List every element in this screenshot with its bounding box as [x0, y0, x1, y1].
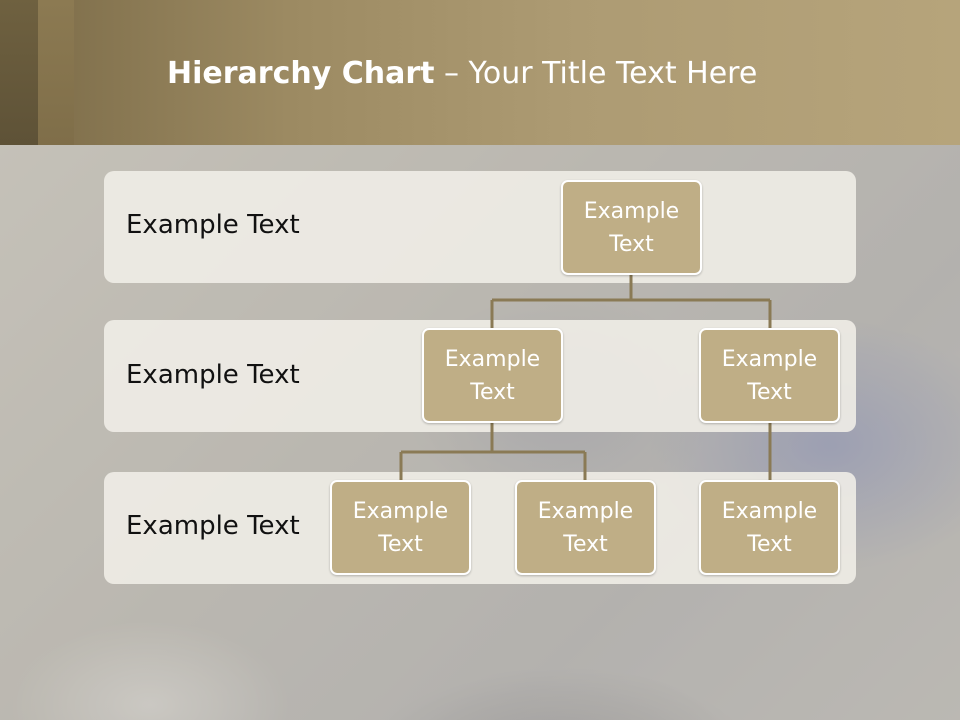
node-leaf-2-text: Example Text: [537, 498, 634, 557]
node-leaf-3-text: Example Text: [721, 498, 818, 557]
tier-label-2: Example Text: [126, 360, 300, 390]
node-root[interactable]: Example Text: [561, 180, 702, 275]
title-band: [0, 0, 960, 145]
node-leaf-1[interactable]: Example Text: [330, 480, 471, 575]
tier-bar-1: [104, 171, 856, 283]
slide-title-bold: Hierarchy Chart: [167, 56, 435, 91]
node-mid-left[interactable]: Example Text: [422, 328, 563, 423]
slide-title-rest: – Your Title Text Here: [434, 56, 758, 91]
tier-label-3: Example Text: [126, 511, 300, 541]
slide-title: Hierarchy Chart – Your Title Text Here: [167, 56, 757, 91]
node-mid-right-text: Example Text: [721, 346, 818, 405]
node-mid-right[interactable]: Example Text: [699, 328, 840, 423]
node-root-text: Example Text: [583, 198, 680, 257]
tier-label-1: Example Text: [126, 210, 300, 240]
node-leaf-1-text: Example Text: [352, 498, 449, 557]
node-mid-left-text: Example Text: [444, 346, 541, 405]
node-leaf-2[interactable]: Example Text: [515, 480, 656, 575]
node-leaf-3[interactable]: Example Text: [699, 480, 840, 575]
title-accent-stripe: [38, 0, 74, 145]
title-accent-stripe: [0, 0, 38, 145]
